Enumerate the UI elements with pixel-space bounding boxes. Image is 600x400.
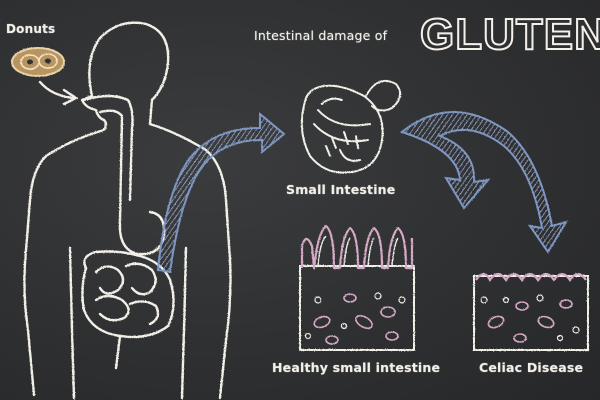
small-intestine-label: Small Intestine [286, 182, 396, 197]
villi-healthy [299, 224, 415, 351]
small-intestine-icon [300, 80, 402, 174]
mouth-arrow [38, 80, 79, 106]
headline: GLUTEN [419, 9, 600, 60]
celiac-disease-label: Celiac Disease [479, 360, 584, 375]
healthy-intestine-label: Healthy small intestine [272, 360, 441, 375]
donut-icon [11, 47, 65, 77]
donuts-label: Donuts [6, 22, 56, 36]
subtitle: Intestinal damage of [254, 28, 388, 43]
villi-flattened [473, 272, 589, 351]
curved-arrow-split [399, 111, 569, 254]
curved-arrow-upper [156, 111, 286, 274]
human-silhouette [23, 21, 232, 400]
